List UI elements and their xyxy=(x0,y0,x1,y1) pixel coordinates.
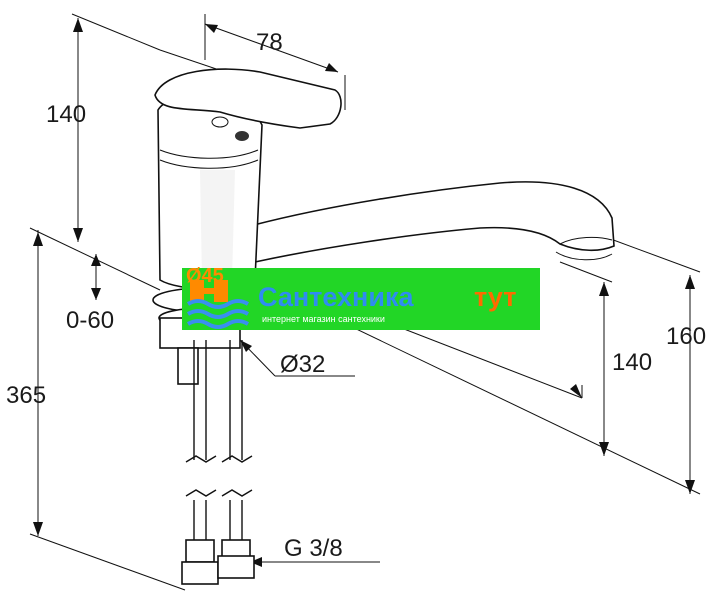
dimension-140-right: 140 xyxy=(599,282,652,456)
dimension-diameter-32: Ø32 xyxy=(239,339,355,378)
dimension-0-60: 0-60 xyxy=(66,254,114,334)
dim-label-thread: G 3/8 xyxy=(284,535,343,562)
watermark-title-part1: Сантехника xyxy=(258,282,414,312)
dim-label-140-left: 140 xyxy=(46,101,86,128)
watermark-title-part2: тут xyxy=(474,282,516,312)
faucet-handle xyxy=(154,68,342,141)
dim-label-160: 160 xyxy=(666,323,706,350)
faucet-spout xyxy=(249,181,615,263)
dim-label-365: 365 xyxy=(6,382,46,409)
dimension-78: 78 xyxy=(204,14,346,110)
hose-fittings xyxy=(181,539,255,585)
watermark-subtitle: интернет магазин сантехники xyxy=(262,314,385,324)
dim-label-0-60: 0-60 xyxy=(66,307,114,334)
dim-label-140-right: 140 xyxy=(612,349,652,376)
dimension-140-left: 140 xyxy=(46,13,161,242)
dimension-160: 160 xyxy=(666,275,706,494)
faucet-body xyxy=(157,96,263,290)
dimension-thread: G 3/8 xyxy=(250,535,380,567)
supply-hoses xyxy=(185,340,253,540)
dimension-365: 365 xyxy=(6,227,186,591)
watermark-banner: Ø45 Сантехника тут интернет магазин сант… xyxy=(182,265,540,330)
dim-label-78: 78 xyxy=(256,29,283,56)
watermark-overlay-diameter: Ø45 xyxy=(186,265,224,287)
watermark-logo-icon xyxy=(186,280,250,329)
dim-label-diameter-32: Ø32 xyxy=(280,351,325,378)
